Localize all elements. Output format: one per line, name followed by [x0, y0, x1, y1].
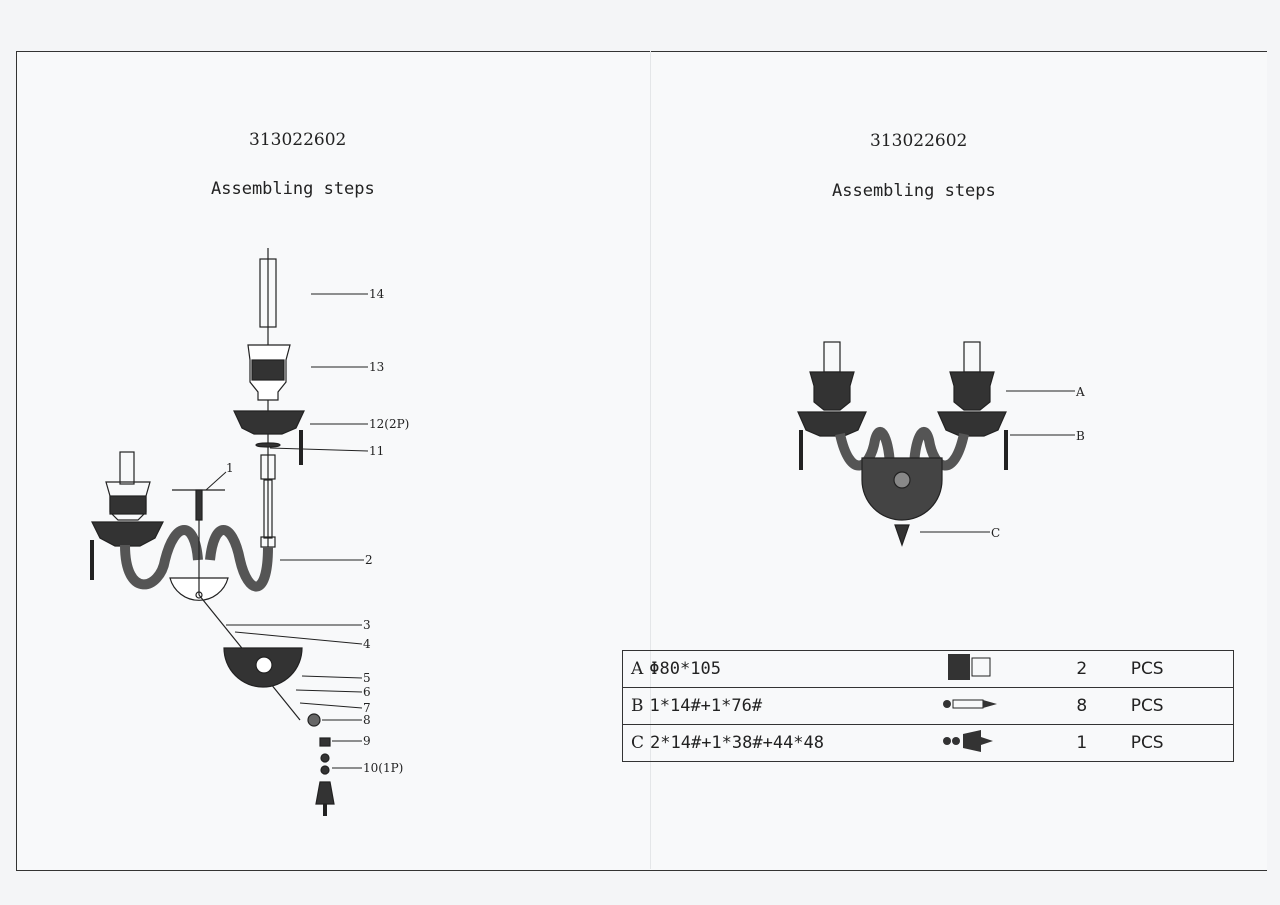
left-title: Assembling steps	[211, 179, 375, 199]
callout-7: 7	[363, 701, 371, 715]
callout-11: 11	[369, 444, 384, 458]
assembled-lamp-diagram: A B C	[797, 341, 1085, 547]
part-unit: PCS	[1130, 687, 1234, 725]
callout-9: 9	[363, 734, 371, 748]
callout-12: 12(2P)	[369, 417, 409, 431]
callout-14: 14	[369, 287, 385, 301]
part-letter: C	[631, 733, 645, 753]
callout-c: C	[991, 526, 1000, 540]
part-qty: 8	[1032, 687, 1131, 725]
part-qty: 2	[1032, 650, 1131, 688]
callout-6: 6	[363, 685, 371, 699]
part-spec: 1*14#+1*76#	[649, 696, 763, 716]
page-fold	[650, 51, 651, 869]
callout-5: 5	[363, 671, 371, 685]
callout-2: 2	[365, 553, 373, 567]
callout-3: 3	[363, 618, 371, 632]
callout-10: 10(1P)	[363, 761, 403, 775]
part-letter: B	[631, 696, 644, 716]
callout-4: 4	[363, 637, 371, 651]
left-model-code: 313022602	[249, 130, 347, 150]
exploded-assembly-diagram: 14 13 12(2P) 11 1 2 3 4 5 6 7 8 9 10(1P)	[90, 248, 409, 816]
callout-13: 13	[369, 360, 384, 374]
callout-b: B	[1076, 429, 1085, 443]
part-spec: Φ80*105	[649, 659, 721, 679]
right-model-code: 313022602	[870, 131, 968, 151]
candle-cup-icon	[948, 653, 991, 680]
callout-8: 8	[363, 713, 371, 727]
callout-a: A	[1075, 385, 1085, 399]
part-letter: A	[631, 659, 644, 679]
bell-pendant-icon	[943, 729, 994, 752]
crystal-pendant-icon	[943, 699, 998, 709]
part-qty: 1	[1032, 724, 1131, 762]
part-spec: 2*14#+1*38#+44*48	[650, 733, 825, 753]
right-title: Assembling steps	[832, 181, 996, 201]
part-unit: PCS	[1130, 650, 1234, 688]
part-unit: PCS	[1130, 724, 1234, 762]
callout-1: 1	[226, 461, 234, 475]
